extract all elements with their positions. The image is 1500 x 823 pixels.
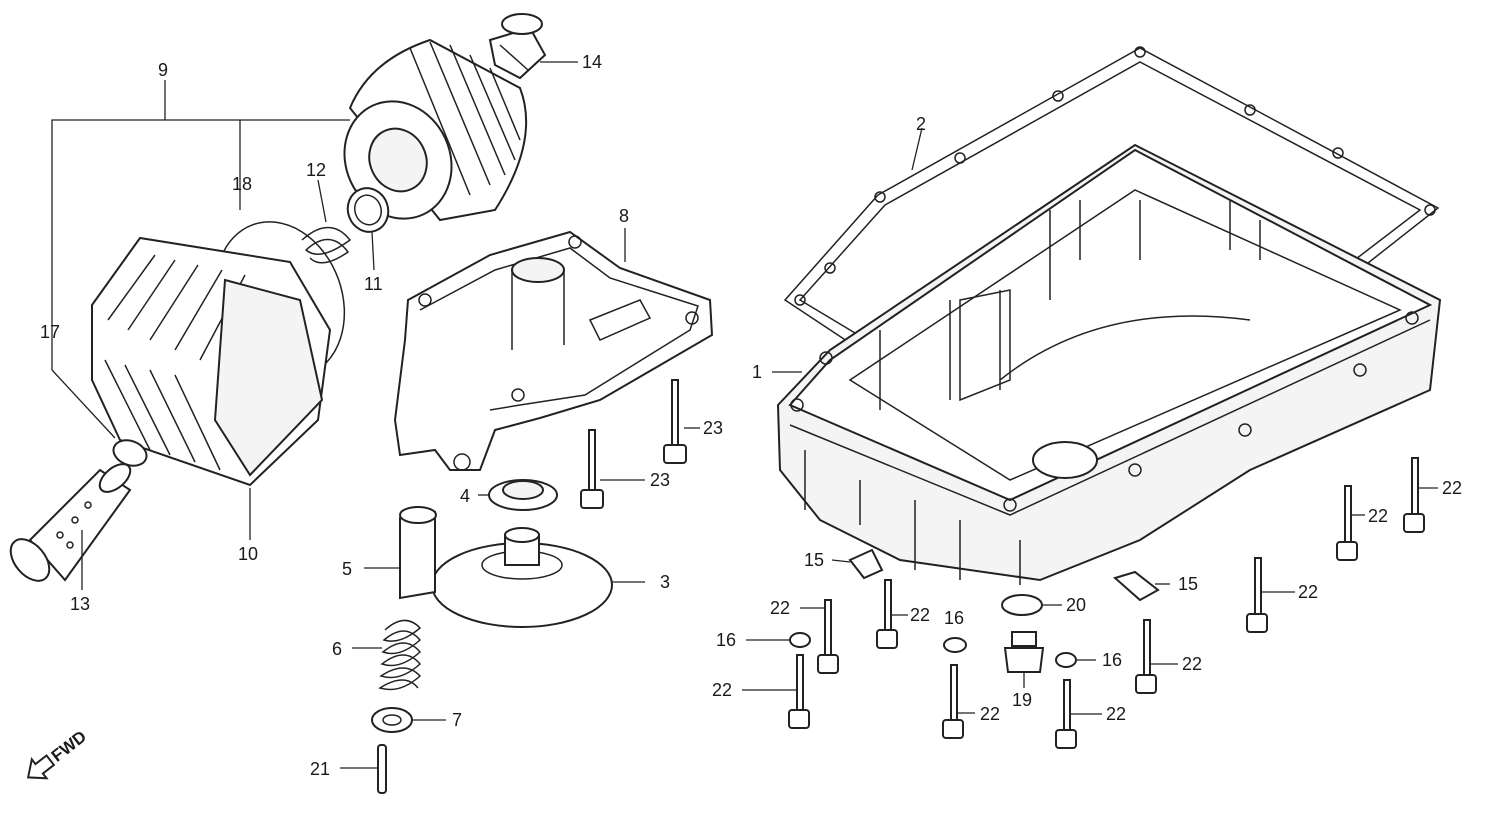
bracket-15a-part [848, 548, 884, 580]
leader-17 [51, 369, 116, 439]
bracket-9 [51, 80, 350, 370]
bolt-22a-part [817, 599, 839, 674]
leader-2 [911, 127, 923, 171]
callout-7: 7 [452, 710, 462, 730]
o-ring-11-part [346, 187, 390, 233]
cover-plate-part [393, 230, 714, 471]
callout-21: 21 [310, 759, 330, 779]
oil-pan-part [776, 143, 1442, 585]
callout-16b: 16 [944, 608, 964, 628]
callout-5: 5 [342, 559, 352, 579]
bolt-23b-part [580, 429, 604, 509]
washer-16a-part [789, 632, 811, 648]
bolt-22b-part [876, 579, 898, 649]
leader-12 [317, 179, 327, 223]
valve-piston-part [399, 506, 437, 600]
callout-12: 12 [306, 160, 326, 180]
callout-3: 3 [660, 572, 670, 592]
bolt-22e-part [1055, 679, 1077, 749]
bolt-22i-part [1403, 457, 1425, 533]
strainer-tube-part [9, 463, 132, 582]
fwd-label: FWD [48, 727, 90, 766]
callout-22a: 22 [770, 598, 790, 618]
strainer-screen-part [431, 527, 613, 628]
drain-bolt-part [1003, 631, 1045, 673]
callout-22c: 22 [712, 680, 732, 700]
leader-11 [371, 231, 375, 271]
callout-22i: 22 [1442, 478, 1462, 498]
callout-19: 19 [1012, 690, 1032, 710]
bracket-15b-part [1112, 570, 1160, 602]
washer-20-part [1001, 594, 1043, 616]
callout-20: 20 [1066, 595, 1086, 615]
callout-22h: 22 [1368, 506, 1388, 526]
bolt-22d-part [942, 664, 964, 739]
pin-21-part [377, 744, 387, 794]
leader-15a [831, 559, 851, 563]
callout-17: 17 [40, 322, 60, 342]
filter-bolt-part [488, 13, 547, 80]
bolt-22f-part [1135, 619, 1157, 694]
callout-11: 11 [364, 274, 383, 294]
spring-12-part [301, 226, 352, 264]
callout-22f: 22 [1182, 654, 1202, 674]
forward-arrow-icon [26, 754, 56, 780]
callout-16c: 16 [1102, 650, 1122, 670]
callout-16a: 16 [716, 630, 736, 650]
callout-9: 9 [158, 60, 168, 80]
bolt-22h-part [1336, 485, 1358, 561]
spring-6-part [378, 619, 422, 691]
forward-direction-indicator: FWD [26, 727, 90, 780]
callout-22d: 22 [980, 704, 1000, 724]
callout-10: 10 [238, 544, 258, 564]
callout-2: 2 [916, 114, 926, 134]
callout-18: 18 [232, 174, 252, 194]
callout-15b: 15 [1178, 574, 1198, 594]
washer-16c-part [1055, 652, 1077, 668]
callout-15a: 15 [804, 550, 824, 570]
washer-7-part [371, 707, 413, 733]
callout-23a: 23 [703, 418, 723, 438]
washer-16b-part [943, 637, 967, 653]
bolt-23a-part [663, 379, 687, 464]
bolt-22c-part [788, 654, 810, 729]
callout-22g: 22 [1298, 582, 1318, 602]
callout-8: 8 [619, 206, 629, 226]
callout-6: 6 [332, 639, 342, 659]
callout-22b: 22 [910, 605, 930, 625]
callout-13: 13 [70, 594, 90, 614]
callout-23b: 23 [650, 470, 670, 490]
callout-1: 1 [752, 362, 762, 382]
callout-4: 4 [460, 486, 470, 506]
callout-22e: 22 [1106, 704, 1126, 724]
callout-14: 14 [582, 52, 602, 72]
filter-case-part [91, 236, 332, 487]
seal-4-part [488, 479, 558, 511]
bolt-22g-part [1246, 557, 1268, 633]
